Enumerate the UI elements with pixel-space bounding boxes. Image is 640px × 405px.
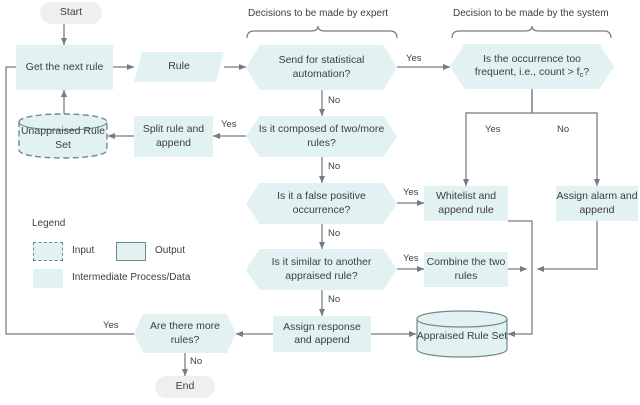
decision-shape-fill [450,44,614,89]
node-unappraised-rule-set[interactable]: Unappraised Rule Set [18,113,108,159]
occurrence-line-1: Is the occurrence too [482,53,582,66]
occurrence-line-2a: frequent, i.e., count > f [474,66,580,79]
edge-label-more-rules-yes: Yes [103,320,119,331]
edge-label-similar-yes: Yes [403,253,419,264]
edge-label-occurrence-no: No [557,124,570,135]
edge-label-false-positive-yes: Yes [403,187,419,198]
node-appraised-rule-set[interactable]: Appraised Rule Set [416,310,508,358]
decision-shape-fill [246,45,397,90]
edge-label-send-stat-no: No [328,95,341,106]
group-label-expert: Decisions to be made by expert [248,8,389,19]
node-more-rules-label: Are there more rules? [149,320,221,346]
legend-swatch-intermediate [33,269,63,288]
node-is-it-similar-to-another-appraised-rule[interactable]: Is it similar to another appraised rule? [246,249,397,290]
legend-title: Legend [32,218,66,229]
edge-label-composed-yes: Yes [221,119,237,130]
node-false-positive-label: Is it a false positive occurrence? [277,190,366,216]
edge-label-composed-no: No [328,161,341,172]
node-split-rule-and-append[interactable]: Split rule and append [134,116,213,157]
edge-label-false-positive-no: No [328,228,341,239]
decision-shape-fill [246,183,397,224]
edge-label-more-rules-no: No [190,356,203,367]
node-send-for-statistical-automation[interactable]: Send for statistical automation? [246,45,397,90]
legend-label-intermediate: Intermediate Process/Data [72,272,191,283]
occurrence-subscript: c [579,70,584,80]
decision-shape-fill [246,249,397,290]
decision-shape-fill [134,314,236,353]
node-send-stat-label: Send for statistical automation? [278,54,365,80]
unappraised-cylinder-shape [18,113,108,159]
node-composed-label: Is it composed of two/more rules? [258,123,385,149]
rule-shape-fill [134,52,224,82]
occurrence-line-2b: ? [583,66,590,79]
node-start[interactable]: Start [40,2,102,24]
node-is-it-a-false-positive-occurrence[interactable]: Is it a false positive occurrence? [246,183,397,224]
node-combine-the-two-rules[interactable]: Combine the two rules [424,252,508,287]
node-similar-label: Is it similar to another appraised rule? [271,256,372,282]
legend-label-input: Input [72,245,95,256]
node-are-there-more-rules[interactable]: Are there more rules? [134,314,236,353]
node-unappraised-label: Unappraised Rule Set [20,125,106,151]
node-appraised-label: Appraised Rule Set [416,329,508,342]
node-occurrence-label: Is the occurrence too frequent, i.e., co… [450,53,614,79]
group-label-system: Decision to be made by the system [453,8,609,19]
legend-swatch-input [33,242,63,261]
node-is-it-composed-of-two-more-rules[interactable]: Is it composed of two/more rules? [246,116,397,157]
node-end[interactable]: End [155,376,215,398]
legend-label-output: Output [155,245,186,256]
node-whitelist-and-append-rule[interactable]: Whitelist and append rule [424,186,508,221]
legend-swatch-output [116,242,146,261]
edge-label-similar-no: No [328,294,341,305]
edge-label-occurrence-yes: Yes [485,124,501,135]
node-is-occurrence-too-frequent[interactable]: Is the occurrence too frequent, i.e., co… [450,44,614,89]
node-assign-alarm-and-append[interactable]: Assign alarm and append [556,186,638,221]
node-get-next-rule[interactable]: Get the next rule [16,45,113,90]
node-rule[interactable]: Rule [134,52,224,82]
appraised-cylinder-shape [416,310,508,358]
node-rule-label: Rule [168,60,190,73]
edge-label-send-stat-yes: Yes [406,53,422,64]
node-assign-response-and-append[interactable]: Assign response and append [273,316,371,352]
decision-shape-fill [246,116,397,157]
